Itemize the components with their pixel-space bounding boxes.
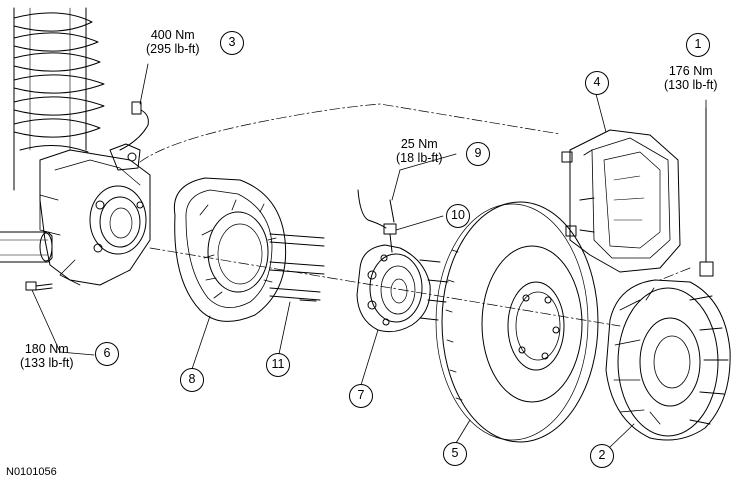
- leader-lines: [31, 63, 707, 448]
- callout-4: 4: [585, 71, 609, 95]
- assembly-lines: [139, 103, 691, 327]
- callout-5: 5: [443, 442, 467, 466]
- axle-shaft: [0, 231, 53, 263]
- torque-label-3: 400 Nm (295 lb-ft): [146, 28, 200, 56]
- abs-sensor: [357, 189, 397, 253]
- torque-nm-1: 176 Nm: [668, 64, 713, 78]
- steering-knuckle: [39, 143, 151, 286]
- torque-label-6: 180 Nm (133 lb-ft): [20, 342, 74, 370]
- torque-nm-9: 25 Nm: [400, 137, 438, 151]
- brake-shield: [173, 177, 287, 322]
- callout-9: 9: [466, 142, 490, 166]
- torque-lbft-3: (295 lb-ft): [146, 42, 200, 56]
- callout-1: 1: [686, 33, 710, 57]
- torque-nm-6: 180 Nm: [24, 342, 69, 356]
- torque-label-9: 25 Nm (18 lb-ft): [396, 137, 443, 165]
- torque-lbft-1: (130 lb-ft): [664, 78, 718, 92]
- figure-id: N0101056: [6, 466, 57, 478]
- torque-lbft-9: (18 lb-ft): [396, 151, 443, 165]
- wheel-hub: [605, 279, 731, 441]
- brake-rotor: [435, 201, 599, 443]
- torque-nm-3: 400 Nm: [150, 28, 195, 42]
- callout-11: 11: [266, 353, 290, 377]
- torque-label-1: 176 Nm (130 lb-ft): [664, 64, 718, 92]
- brake-caliper: [561, 129, 681, 273]
- coil-spring: [13, 7, 105, 191]
- callout-10: 10: [446, 204, 470, 228]
- wheel-studs: [269, 233, 325, 302]
- hub-bearing: [356, 244, 449, 333]
- torque-lbft-6: (133 lb-ft): [20, 356, 74, 370]
- callout-7: 7: [349, 384, 373, 408]
- wheel-speed-sensor-bolt-3: [119, 101, 149, 151]
- caliper-bolt-1: [699, 107, 714, 277]
- callout-2: 2: [590, 444, 614, 468]
- callout-6: 6: [95, 342, 119, 366]
- callout-3: 3: [220, 31, 244, 55]
- callout-8: 8: [180, 368, 204, 392]
- knuckle-bolt-6: [25, 281, 53, 291]
